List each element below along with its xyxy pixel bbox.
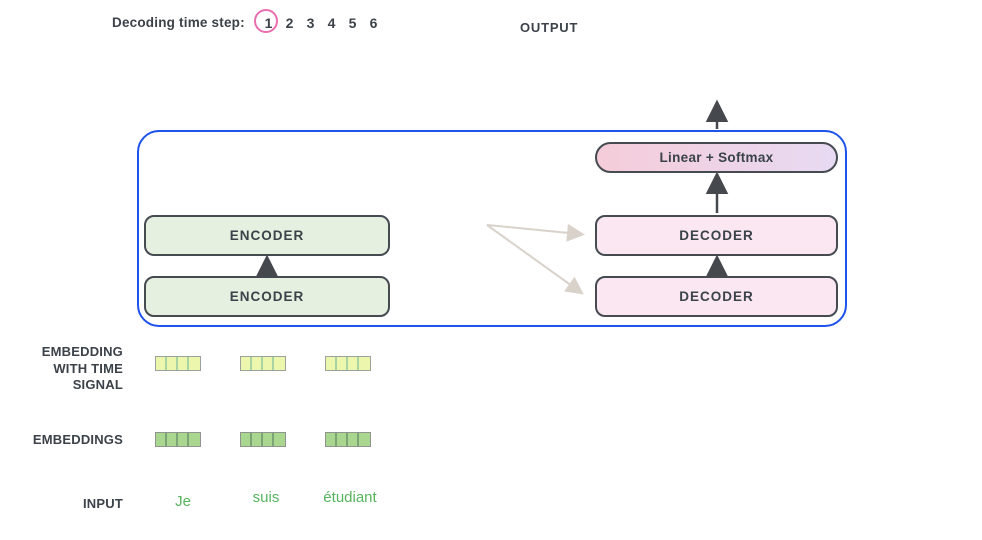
vector-cell xyxy=(167,433,178,446)
time-step-4[interactable]: 4 xyxy=(327,15,336,31)
vector-cell xyxy=(348,357,359,370)
time-step-1[interactable]: 1 xyxy=(264,15,273,31)
vector-cell xyxy=(241,357,252,370)
linear-softmax-box: Linear + Softmax xyxy=(595,142,838,173)
embeddings-label: EMBEDDINGS xyxy=(32,432,123,447)
vector-cell xyxy=(156,433,167,446)
embedding-with-time-signal-label: EMBEDDING WITH TIME SIGNAL xyxy=(0,344,123,394)
linear-softmax-label: Linear + Softmax xyxy=(659,150,774,165)
embedding-vector-3 xyxy=(325,432,371,447)
vector-cell xyxy=(274,433,285,446)
time-signal-vector-3 xyxy=(325,356,371,371)
vector-cell xyxy=(167,357,178,370)
vector-cell xyxy=(178,357,189,370)
time-step-2[interactable]: 2 xyxy=(285,15,294,31)
output-label: OUTPUT xyxy=(520,20,579,35)
vector-cell xyxy=(156,357,167,370)
time-step-5[interactable]: 5 xyxy=(348,15,357,31)
vector-cell xyxy=(326,433,337,446)
vector-cell xyxy=(274,357,285,370)
input-label: INPUT xyxy=(83,496,123,511)
encoder-bottom-box: ENCODER xyxy=(144,276,390,317)
encoder-top-box: ENCODER xyxy=(144,215,390,256)
vector-cell xyxy=(348,433,359,446)
vector-cell xyxy=(359,357,370,370)
input-token-etudiant: étudiant xyxy=(323,489,377,506)
vector-cell xyxy=(252,433,263,446)
decoder-top-label: DECODER xyxy=(679,228,754,243)
vector-cell xyxy=(178,433,189,446)
vector-cell xyxy=(337,433,348,446)
time-signal-vector-2 xyxy=(240,356,286,371)
decoder-bottom-box: DECODER xyxy=(595,276,838,317)
embedding-with-time-signal-line3: SIGNAL xyxy=(72,377,123,392)
decoder-bottom-label: DECODER xyxy=(679,289,754,304)
vector-cell xyxy=(263,357,274,370)
encoder-bottom-label: ENCODER xyxy=(229,289,305,304)
vector-cell xyxy=(241,433,252,446)
embedding-with-time-signal-line2: WITH TIME xyxy=(53,360,123,376)
encoder-top-label: ENCODER xyxy=(229,228,305,243)
embedding-vector-1 xyxy=(155,432,201,447)
vector-cell xyxy=(359,433,370,446)
decoder-top-box: DECODER xyxy=(595,215,838,256)
time-signal-vector-1 xyxy=(155,356,201,371)
vector-cell xyxy=(189,433,200,446)
vector-cell xyxy=(189,357,200,370)
vector-cell xyxy=(337,357,348,370)
decoding-time-step-label: Decoding time step: xyxy=(112,15,245,30)
time-step-3[interactable]: 3 xyxy=(306,15,315,31)
active-step-circle xyxy=(254,9,278,33)
input-token-suis: suis xyxy=(252,489,280,506)
vector-cell xyxy=(263,433,274,446)
embedding-vector-2 xyxy=(240,432,286,447)
vector-cell xyxy=(252,357,263,370)
input-token-je: Je xyxy=(175,493,191,510)
embedding-with-time-signal-line1: EMBEDDING xyxy=(41,344,123,359)
time-step-6[interactable]: 6 xyxy=(369,15,378,31)
vector-cell xyxy=(326,357,337,370)
